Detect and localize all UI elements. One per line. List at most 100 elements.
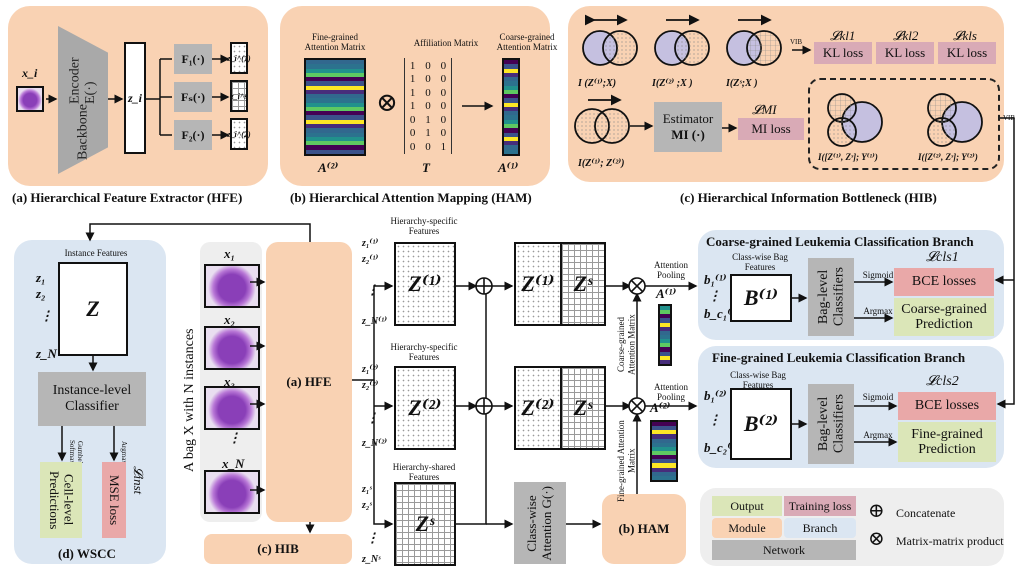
hfe-out-z1: z_i^(1)	[227, 42, 251, 74]
affiliation-cell: 0	[440, 127, 447, 139]
ham-coarse-title: Coarse-grained Attention Matrix	[496, 32, 558, 53]
ham-product-operator: ⊗	[376, 88, 398, 117]
z1-matrix: Z⁽¹⁾	[394, 242, 456, 326]
a2-symbol: A⁽²⁾	[650, 400, 671, 415]
affiliation-cell: 1	[425, 127, 431, 139]
bag-instance-image-3	[204, 386, 260, 430]
wscc-gumbel-label: Gumbel Softmax	[68, 440, 85, 464]
attention-stripe	[306, 60, 364, 65]
bag-vertical-label: A bag X with N instances	[182, 328, 197, 472]
attention-stripe	[652, 467, 676, 472]
zs-matrix: Zˢ	[394, 482, 456, 566]
concat-op-1	[475, 277, 493, 295]
bag-instance-image-2	[204, 326, 260, 370]
attention-stripe	[652, 463, 676, 468]
ham-fine-attention-matrix	[304, 58, 366, 156]
attention-stripe	[652, 442, 676, 447]
attention-stripe	[660, 359, 670, 364]
attention-stripe	[652, 438, 676, 443]
hfe-head-fs: Fₛ(·)	[174, 82, 212, 112]
attention-stripe	[652, 459, 676, 464]
wscc-row-1: z₁	[36, 270, 46, 285]
coarse-bce-loss: BCE losses	[894, 268, 994, 296]
affiliation-cell: 1	[409, 86, 416, 99]
backbone-encoder-label: Backbone Encoder E(·)	[67, 57, 98, 160]
hfe-input-label: x_i	[22, 66, 38, 80]
ham-coarse-attention-matrix	[502, 58, 520, 156]
fine-argmax-label: Argmax	[863, 430, 893, 440]
ham-affiliation-symbol: T	[422, 160, 430, 175]
shared-title: Hierarchy-shared Features	[392, 462, 456, 483]
hib-caption: (c) Hierarchical Information Bottleneck …	[680, 190, 937, 205]
attention-stripe	[306, 132, 364, 137]
attention-stripe	[306, 77, 364, 82]
attention-stripe	[660, 330, 670, 335]
hfe-feature-zi: z_i	[124, 42, 146, 154]
z1-row-1: z₁⁽¹⁾	[362, 238, 379, 249]
legend-concatenate: Concatenate	[896, 506, 956, 520]
attention-stripe	[306, 119, 364, 124]
hib-kl-loss-1: KL loss	[814, 42, 872, 64]
hib-mi-loss: MI loss	[738, 118, 804, 140]
attention-stripe	[504, 128, 518, 133]
attention-stripe	[306, 141, 364, 146]
fine-loss-symbol: 𝓛cls2	[926, 374, 959, 389]
ham-fine-title: Fine-grained Attention Matrix	[304, 32, 366, 53]
z2-row-n: z_N⁽²⁾	[362, 438, 388, 449]
attention-stripe	[504, 94, 518, 99]
hib-mi-estimator: Estimator MI (·)	[654, 102, 722, 152]
hib-mi-term-3: I(Zˢ;X )	[726, 78, 758, 89]
affiliation-cell: 0	[425, 140, 431, 153]
fine-branch-title: Fine-grained Leukemia Classification Bra…	[712, 350, 966, 365]
hfe-out-zs: z_i^s	[230, 80, 248, 112]
fine-bag-features-title: Class-wise Bag Features	[730, 370, 786, 391]
attention-stripe	[504, 145, 518, 150]
attention-stripe	[306, 145, 364, 150]
product-op-1	[628, 277, 646, 295]
attention-stripe	[652, 422, 676, 427]
hib-kl-symbol-3: 𝓛kls	[953, 28, 977, 43]
attention-stripe	[504, 72, 518, 78]
wscc-row-n: z_N	[36, 346, 57, 361]
coarse-sigmoid-label: Sigmoid	[862, 270, 894, 280]
affiliation-cell: 1	[440, 140, 447, 153]
attention-stripe	[660, 310, 670, 315]
legend-training-loss: Training loss	[784, 496, 856, 516]
affiliation-cell: 1	[409, 73, 416, 85]
attention-pooling-label-1: Attention Pooling	[654, 260, 688, 281]
attention-stripe	[306, 94, 364, 99]
hib-target-term-2: I([Z⁽²⁾, Zˢ]; Y⁽²⁾)	[918, 152, 978, 162]
coarse-loss-symbol: 𝓛cls1	[926, 250, 959, 265]
z1-row-dots: ⋮	[366, 282, 379, 297]
attention-stripe	[504, 136, 518, 142]
matrix-product-icon: ⊗	[868, 528, 885, 550]
affiliation-cell: 0	[440, 73, 447, 85]
fine-prediction: Fine-grained Prediction	[898, 422, 996, 462]
hib-mi-loss-symbol: 𝓛MI	[752, 102, 777, 117]
z2-row-dots: ⋮	[366, 410, 379, 425]
attention-stripe	[504, 102, 518, 107]
coarse-b-matrix: B⁽¹⁾	[730, 274, 792, 322]
hfe-head-f1: F₁(·)	[174, 44, 212, 74]
hfe-module: (a) HFE	[266, 242, 352, 522]
fine-bce-loss: BCE losses	[898, 392, 996, 420]
hfe-out-z2: z_i^(2)	[227, 118, 251, 150]
attention-stripe	[306, 98, 364, 103]
attention-stripe	[504, 98, 518, 103]
coarse-bag-features-title: Class-wise Bag Features	[732, 252, 788, 273]
attention-stripe	[306, 72, 364, 78]
backbone-encoder	[58, 26, 108, 174]
ham-module: (b) HAM	[602, 494, 686, 564]
z2-matrix: Z⁽²⁾	[394, 366, 456, 450]
hib-mi-term-1: I (Z⁽¹⁾;X)	[578, 78, 617, 89]
attention-stripe	[306, 123, 364, 129]
attention-stripe	[504, 115, 518, 120]
zs-row-n: z_Nˢ	[362, 554, 381, 565]
wscc-instance-features-title: Instance Features	[64, 248, 128, 258]
attention-stripe	[504, 149, 518, 154]
hfe-input-image	[16, 86, 44, 112]
legend-module: Module	[712, 518, 782, 538]
hib-vib-label-right: VIB	[1003, 114, 1016, 122]
